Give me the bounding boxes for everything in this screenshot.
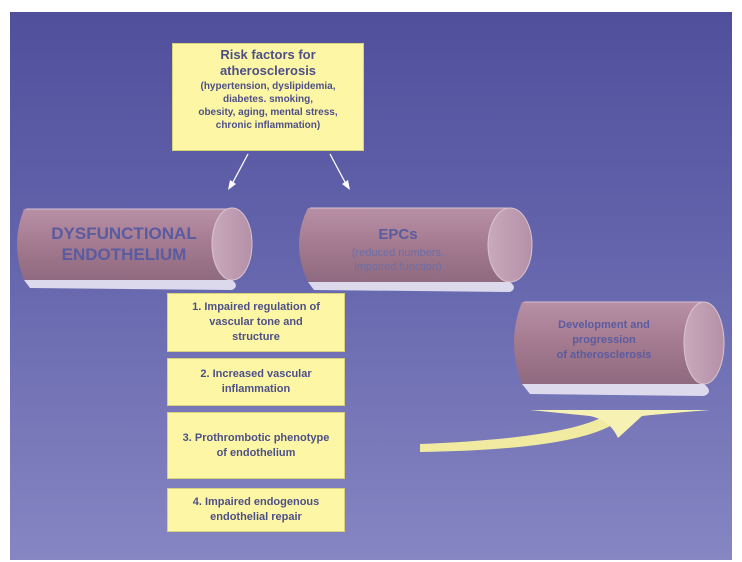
effect-4-line1: 4. Impaired endogenous	[192, 496, 320, 508]
effect-box-3: 3. Prothrombotic phenotype of endotheliu…	[167, 412, 345, 479]
risk-factors-list: (hypertension, dyslipidemia, diabetes. s…	[173, 80, 363, 132]
atherosclerosis-cylinder	[514, 301, 725, 396]
risk-title-line1: Risk factors for	[220, 47, 316, 62]
atherosclerosis-label: Development and progression of atheroscl…	[516, 318, 692, 363]
effect-box-4: 4. Impaired endogenous endothelial repai…	[167, 488, 345, 532]
risk-factors-title: Risk factors for atherosclerosis	[173, 47, 363, 79]
effect-4-line2: endothelial repair	[210, 511, 302, 523]
risk-factors-box: Risk factors for atherosclerosis (hypert…	[172, 43, 364, 151]
effect-2-line2: inflammation	[221, 383, 291, 395]
risk-items-line3: obesity, aging, mental stress,	[198, 107, 338, 118]
risk-items-line1: (hypertension, dyslipidemia,	[200, 81, 336, 92]
endothelium-label: DYSFUNCTIONAL ENDOTHELIUM	[32, 223, 216, 265]
epcs-cylinder	[299, 207, 533, 292]
arrow-to-endothelium	[228, 153, 249, 190]
outcome-line3: of atherosclerosis	[556, 349, 652, 361]
effect-1-line2: vascular tone and	[209, 316, 303, 328]
epcs-sub-line1: (reduced numbers,	[351, 247, 445, 259]
effect-1-line3: structure	[232, 331, 280, 343]
effect-2-line1: 2. Increased vascular	[200, 368, 312, 380]
diagram-graphics	[17, 153, 725, 452]
effect-box-1: 1. Impaired regulation of vascular tone …	[167, 293, 345, 352]
effect-1-line1: 1. Impaired regulation of	[192, 301, 320, 313]
risk-items-line4: chronic inflammation)	[215, 120, 321, 131]
endothelium-cylinder	[17, 207, 253, 290]
diagram-slide: Risk factors for atherosclerosis (hypert…	[10, 12, 732, 560]
epcs-sub-line2: impaired function)	[354, 261, 442, 273]
outcome-line1: Development and	[558, 319, 650, 331]
outcome-line2: progression	[572, 334, 636, 346]
epcs-label: EPCs (reduced numbers, impaired function…	[305, 225, 491, 274]
curved-progress-arrow	[420, 410, 710, 452]
endothelium-label-line2: ENDOTHELIUM	[61, 245, 187, 264]
epcs-title: EPCs	[378, 226, 418, 243]
risk-items-line2: diabetes. smoking,	[222, 94, 314, 105]
epcs-subtitle: (reduced numbers, impaired function)	[305, 246, 491, 274]
effect-3-line1: 3. Prothrombotic phenotype	[182, 431, 330, 444]
effect-box-2: 2. Increased vascular inflammation	[167, 358, 345, 406]
arrow-to-epcs	[329, 153, 350, 190]
effect-3-line2: of endothelium	[216, 446, 296, 459]
risk-title-line2: atherosclerosis	[219, 63, 317, 78]
endothelium-label-line1: DYSFUNCTIONAL	[51, 224, 197, 243]
